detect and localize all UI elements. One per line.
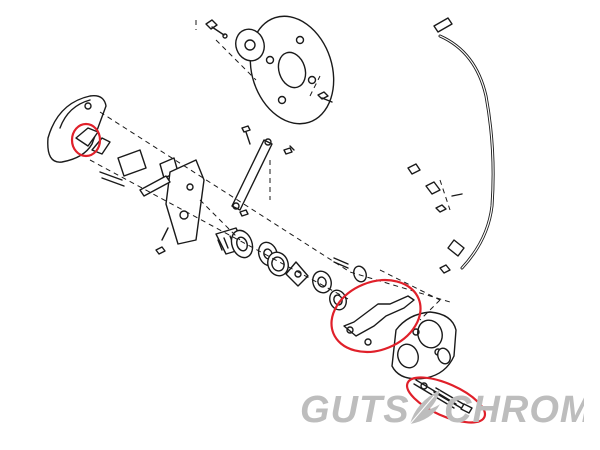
banjo-fitting: [425, 181, 463, 274]
watermark-right-text: CHROME: [444, 389, 584, 430]
brake-pads: [117, 149, 179, 179]
assembly-guide-lines: [89, 20, 451, 321]
return-spring: [343, 295, 415, 346]
watermark-logo: GUTS CHROME: [300, 389, 584, 430]
disc-bolt-lower: [317, 91, 333, 103]
highlight-caliper-clip: [70, 122, 102, 158]
washer-c: [329, 289, 347, 311]
disc-bolt-top: [205, 19, 228, 39]
torque-arm-bolts: [239, 125, 295, 217]
bearing: [230, 229, 254, 259]
housing-ring: [437, 347, 451, 365]
master-cylinder-housing: [391, 311, 457, 380]
brake-hose: [433, 17, 495, 270]
highlight-return-spring: [330, 278, 422, 354]
torque-arm: [231, 138, 273, 211]
feather-icon: [409, 390, 440, 425]
bleeder-screw: [407, 163, 421, 175]
brake-disc: [249, 15, 335, 125]
disc-hub-flange: [235, 28, 265, 62]
small-washer: [353, 265, 367, 283]
pad-pin: [99, 171, 125, 187]
highlight-mounting-bolts: [405, 376, 487, 424]
diamond-plate: [285, 261, 309, 287]
washer-b: [312, 270, 332, 294]
caliper-mount-bracket: [165, 159, 205, 245]
bracket-bolt: [155, 227, 169, 255]
bracket-arm: [139, 175, 171, 197]
watermark-left-text: GUTS: [300, 389, 410, 430]
